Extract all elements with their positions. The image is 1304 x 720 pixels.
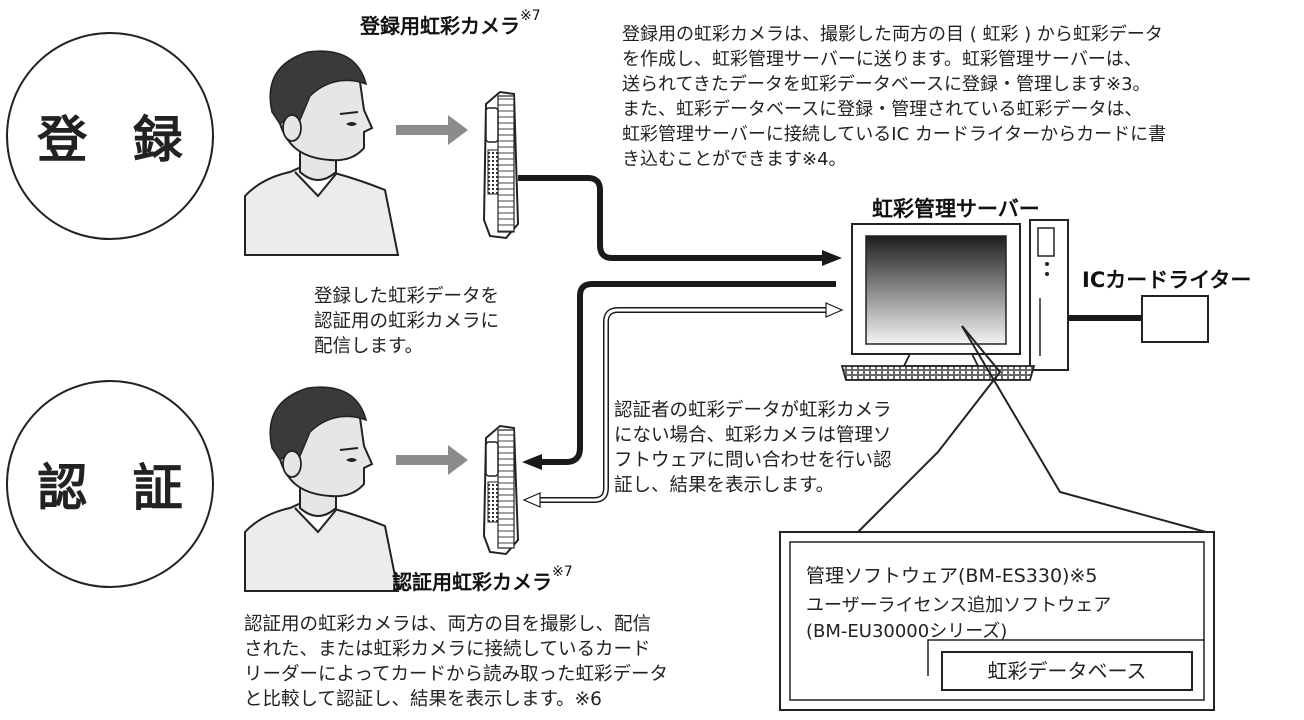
authentication-scan-arrow [396, 445, 468, 475]
registration-camera-title: 登録用虹彩カメラ※7 [360, 8, 541, 39]
registration-description-line: 虹彩管理サーバーに接続しているIC カードライターからカードに書 [622, 124, 1167, 145]
license-series-label: (BM-EU30000シリーズ) [806, 621, 1008, 642]
inquiry-note-line: 認証者の虹彩データが虹彩カメラ [614, 400, 892, 421]
ic-card-writer-illustration [1141, 295, 1209, 343]
authentication-person-illustration [244, 386, 400, 592]
camera-to-server-inquiry-line-inner [540, 308, 828, 502]
card-writer-title: ICカードライター [1082, 268, 1252, 292]
registration-person-illustration [244, 50, 400, 256]
registration-camera-illustration [482, 90, 520, 240]
authentication-camera-title-text: 認証用虹彩カメラ [392, 570, 552, 594]
database-label: 虹彩データベース [987, 659, 1147, 683]
registration-to-server-line [518, 175, 826, 261]
registration-circle: 登 録 [6, 32, 214, 240]
distribution-note-line: 配信します。 [314, 336, 424, 357]
registration-scan-arrow [396, 115, 468, 145]
inquiry-note-line: にない場合、虹彩カメラは管理ソ [614, 425, 892, 446]
software-box-inner [789, 541, 1205, 701]
registration-camera-title-text: 登録用虹彩カメラ [360, 14, 520, 38]
inquiry-arrowhead-camera [522, 492, 541, 508]
inquiry-note: 認証者の虹彩データが虹彩カメラ にない場合、虹彩カメラは管理ソ フトウェアに問い… [614, 398, 892, 498]
distribution-note-line: 登録した虹彩データを [314, 286, 500, 307]
authentication-description-line: と比較して認証し、結果を表示します。※6 [244, 689, 602, 710]
management-server-illustration [840, 219, 1069, 381]
database-panel [941, 651, 1193, 691]
distribution-arrowhead [522, 454, 542, 470]
inquiry-arrowhead-server [825, 302, 844, 318]
authentication-circle-label: 認 証 [37, 459, 197, 517]
registration-description-line: き込むことができます※4。 [622, 149, 847, 170]
callout-right-line [961, 325, 1207, 533]
registration-description-line: 送られてきたデータを虹彩データベースに登録・管理します※3。 [622, 74, 1151, 95]
registration-description: 登録用の虹彩カメラは、撮影した両方の目 ( 虹彩 ) から虹彩データ を作成し、… [622, 22, 1166, 172]
registration-description-line: を作成し、虹彩管理サーバーに送ります。虹彩管理サーバーは、 [622, 49, 1142, 70]
server-title: 虹彩管理サーバー [872, 197, 1040, 221]
authentication-camera-illustration [482, 424, 520, 556]
server-to-camera-distribution-line [538, 281, 836, 465]
authentication-camera-note: ※7 [552, 564, 573, 580]
authentication-description-line: 認証用の虹彩カメラは、両方の目を撮影し、配信 [244, 614, 652, 635]
distribution-note-line: 認証用の虹彩カメラに [314, 311, 500, 332]
distribution-note: 登録した虹彩データを 認証用の虹彩カメラに 配信します。 [314, 284, 499, 359]
authentication-description-line: された、または虹彩カメラに接続しているカード [244, 639, 651, 660]
registration-description-line: 登録用の虹彩カメラは、撮影した両方の目 ( 虹彩 ) から虹彩データ [622, 24, 1163, 45]
authentication-circle: 認 証 [6, 380, 214, 588]
registration-to-server-arrowhead [822, 250, 842, 266]
registration-camera-note: ※7 [520, 8, 541, 24]
database-panel-frame [927, 639, 1204, 676]
authentication-description: 認証用の虹彩カメラは、両方の目を撮影し、配信 された、または虹彩カメラに接続して… [244, 612, 668, 712]
inquiry-note-line: フトウェアに問い合わせを行い認 [614, 450, 892, 471]
user-license-software-label: ユーザーライセンス追加ソフトウェア [806, 595, 1112, 616]
registration-description-line: また、虹彩データベースに登録・管理されている虹彩データは、 [622, 99, 1143, 120]
callout-left-line [857, 325, 1002, 533]
authentication-description-line: リーダーによってカードから読み取った虹彩データ [244, 664, 669, 685]
registration-circle-label: 登 録 [37, 111, 197, 169]
authentication-camera-title: 認証用虹彩カメラ※7 [392, 564, 573, 595]
management-software-label: 管理ソフトウェア(BM-ES330)※5 [806, 565, 1098, 587]
inquiry-note-line: 証し、結果を表示します。 [614, 475, 835, 496]
